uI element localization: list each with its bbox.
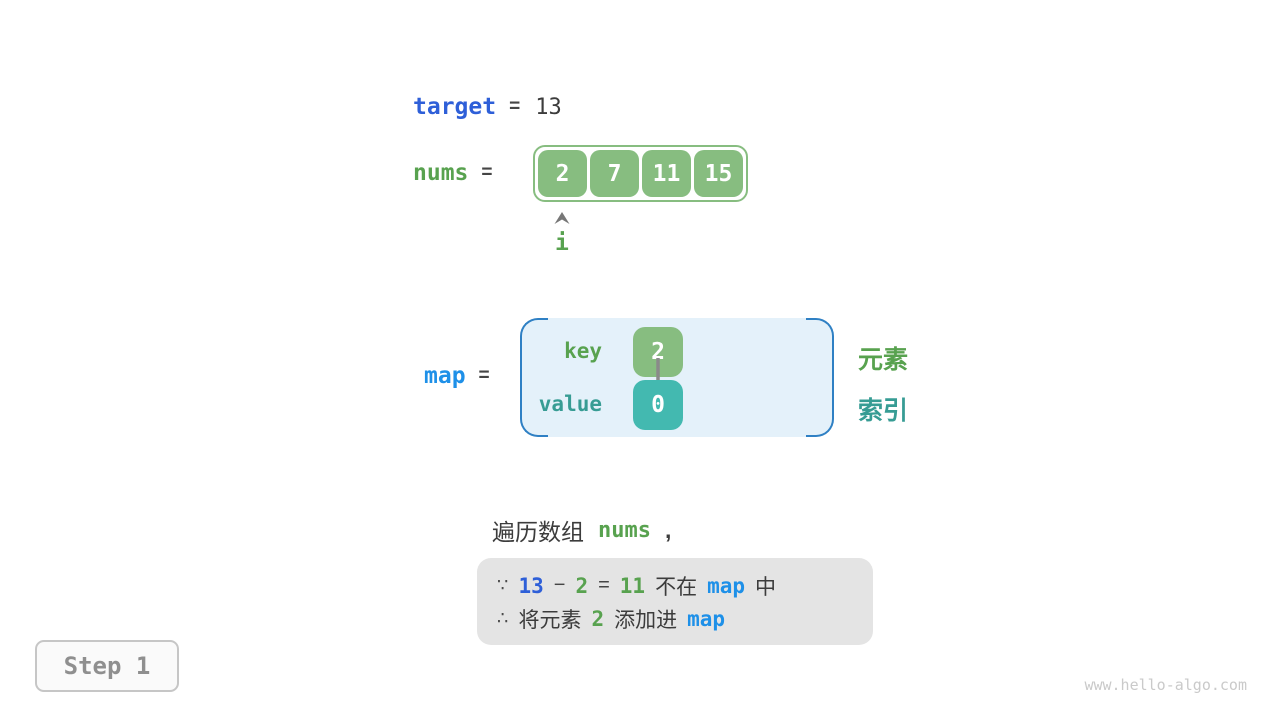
nums-label-row: nums = xyxy=(413,160,493,186)
up-arrow-icon xyxy=(554,212,570,224)
step-badge-label: Step 1 xyxy=(63,652,151,680)
equals-sign: = xyxy=(481,162,493,183)
because-symbol: ∵ xyxy=(497,575,509,595)
nums-array: 2 7 11 15 xyxy=(533,145,748,202)
site-url: www.hello-algo.com xyxy=(1084,676,1247,694)
note-text: 中 xyxy=(755,575,777,599)
note-code-map: map xyxy=(687,606,726,631)
map-container: key 2 value 0 xyxy=(520,318,834,437)
right-bracket xyxy=(806,318,834,437)
reasoning-note-box: ∵ 13 − 2 = 11 不在 map 中 ∴ 将元素 2 添加进 map xyxy=(477,558,873,645)
map-value-label: value xyxy=(538,392,602,416)
array-cell: 11 xyxy=(642,150,691,197)
index-annotation: 索引 xyxy=(858,397,909,425)
target-variable: target xyxy=(413,94,497,120)
array-cell: 15 xyxy=(694,150,743,197)
array-cell: 7 xyxy=(590,150,639,197)
note-text: 添加进 xyxy=(614,608,678,632)
left-bracket xyxy=(520,318,548,437)
minus-sign: − xyxy=(553,574,566,596)
target-value: 13 xyxy=(535,94,562,120)
note-line-2: ∴ 将元素 2 添加进 map xyxy=(497,605,873,632)
target-row: target = 13 xyxy=(413,94,562,120)
equals-sign: = xyxy=(598,574,610,596)
note-number: 2 xyxy=(591,606,605,631)
step-badge: Step 1 xyxy=(35,640,179,692)
caption-sentence: 遍历数组 nums , xyxy=(492,513,671,547)
note-text: 将元素 xyxy=(518,608,582,632)
nums-variable: nums xyxy=(413,160,469,186)
caption-comma: , xyxy=(664,516,672,543)
map-key-label: key xyxy=(564,339,602,363)
note-text: 不在 xyxy=(655,575,698,599)
element-annotation: 元素 xyxy=(858,346,909,374)
equals-sign: = xyxy=(478,365,490,386)
map-label-row: map = xyxy=(424,363,490,389)
note-number: 13 xyxy=(518,573,544,598)
note-line-1: ∵ 13 − 2 = 11 不在 map 中 xyxy=(497,572,873,599)
therefore-symbol: ∴ xyxy=(497,608,509,628)
index-pointer-label: i xyxy=(555,230,569,256)
map-variable: map xyxy=(424,363,466,389)
array-cell: 2 xyxy=(538,150,587,197)
caption-text: 遍历数组 xyxy=(492,519,584,545)
note-number: 2 xyxy=(575,573,589,598)
caption-code-nums: nums xyxy=(598,517,651,543)
equals-sign: = xyxy=(509,96,521,117)
note-number: 11 xyxy=(619,573,646,598)
map-value-cell: 0 xyxy=(633,380,683,430)
note-code-map: map xyxy=(707,573,746,598)
